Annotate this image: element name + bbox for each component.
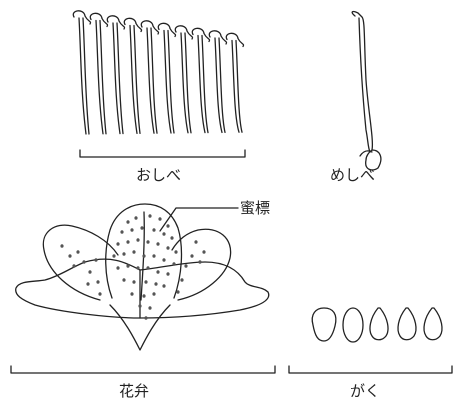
- nectar-dot: [166, 272, 170, 276]
- nectar-dot: [88, 270, 92, 274]
- sepal-5: [424, 308, 442, 340]
- pistil-label: めしべ: [330, 166, 376, 184]
- nectar-dot: [72, 264, 76, 268]
- nectar-dot: [130, 228, 134, 232]
- nectar-dot: [86, 282, 90, 286]
- petals: [16, 204, 269, 350]
- petals-label: 花弁: [119, 382, 150, 400]
- nectar-dot: [126, 240, 130, 244]
- stamen-anther: [90, 13, 107, 26]
- stamen-anther: [107, 16, 124, 29]
- nectar-dot: [146, 240, 150, 244]
- nectar-dot: [152, 292, 156, 296]
- stamen-filament: [130, 26, 140, 134]
- stamen-filament: [198, 36, 208, 133]
- nectar-dot: [198, 260, 202, 264]
- nectar-dot: [156, 270, 160, 274]
- stamens-group: [73, 11, 243, 134]
- nectar-dot: [148, 306, 152, 310]
- nectar-dot: [60, 244, 64, 248]
- nectar-dot: [132, 280, 136, 284]
- stamen-anther: [192, 28, 209, 41]
- nectar-dot: [148, 214, 152, 218]
- nectar-dot: [166, 224, 170, 228]
- nectar-dot: [156, 242, 160, 246]
- nectar-dot: [116, 266, 120, 270]
- stamens-label: おしべ: [136, 166, 182, 184]
- sepal-1: [312, 308, 336, 341]
- nectar-dot: [136, 238, 140, 242]
- stamen-anther: [124, 18, 141, 31]
- stamen-anther: [175, 26, 192, 39]
- stamen-filament: [164, 31, 174, 134]
- nectar-dot: [126, 220, 130, 224]
- nectar-dot: [154, 282, 158, 286]
- stamen-filament: [232, 41, 242, 133]
- nectar-dot: [180, 278, 184, 282]
- nectar-dot: [162, 232, 166, 236]
- nectar-dot: [142, 294, 146, 298]
- sepal-4: [398, 308, 416, 340]
- nectar-dot: [98, 292, 102, 296]
- nectar-dot: [194, 240, 198, 244]
- nectar-dot: [76, 250, 80, 254]
- stamens-bracket: [80, 150, 245, 157]
- nectar-dot: [170, 236, 174, 240]
- nectar-dot: [134, 216, 138, 220]
- nectar-dot: [152, 254, 156, 258]
- nectar-dot: [174, 250, 178, 254]
- sepal-2: [343, 308, 363, 342]
- nectar-dot: [94, 258, 98, 262]
- nectar-dot: [120, 230, 124, 234]
- nectar-dot: [152, 228, 156, 232]
- nectar-dot: [144, 316, 148, 320]
- stamen-anther: [158, 23, 175, 36]
- pistil: [352, 12, 381, 170]
- stamen-anther: [209, 31, 226, 44]
- nectar-guide-dots: [60, 214, 206, 320]
- stamen-filament: [79, 18, 89, 134]
- stamen-filament: [147, 28, 157, 133]
- stamen-filament: [113, 23, 123, 134]
- nectar-dot: [136, 266, 140, 270]
- petals-bracket: [11, 366, 275, 373]
- nectar-dot: [122, 252, 126, 256]
- nectar-dot: [190, 254, 194, 258]
- sepals-label: がく: [350, 382, 381, 400]
- nectar-dot: [184, 264, 188, 268]
- nectar-dot: [176, 290, 180, 294]
- stamen-anther: [226, 33, 243, 46]
- nectar-dot: [202, 250, 206, 254]
- stamen-filament: [96, 21, 106, 134]
- nectar-dot: [132, 250, 136, 254]
- nectar-dot: [68, 254, 72, 258]
- nectar-dot: [122, 278, 126, 282]
- stamen-anther: [141, 21, 158, 34]
- nectar-dot: [158, 217, 162, 221]
- nectar-dot: [82, 260, 86, 264]
- nectar-dot: [146, 266, 150, 270]
- nectar-dot: [140, 226, 144, 230]
- sepal-3: [370, 308, 388, 340]
- nectar-dot: [142, 254, 146, 258]
- sepals: [312, 308, 442, 342]
- nectar-dot: [126, 264, 130, 268]
- nectar-guide-leader: [160, 208, 238, 231]
- stamen-anther: [73, 11, 90, 24]
- sepals-bracket: [289, 366, 452, 373]
- stamen-filament: [215, 38, 225, 132]
- stamen-filament: [181, 33, 191, 133]
- nectar-dot: [172, 262, 176, 266]
- nectar-dot: [166, 246, 170, 250]
- nectar-dot: [138, 304, 142, 308]
- nectar-guide-label: 蜜標: [240, 199, 271, 217]
- nectar-dot: [96, 280, 100, 284]
- nectar-dot: [162, 258, 166, 262]
- nectar-dot: [144, 280, 148, 284]
- nectar-dot: [112, 254, 116, 258]
- nectar-dot: [130, 292, 134, 296]
- nectar-dot: [162, 284, 166, 288]
- nectar-dot: [116, 242, 120, 246]
